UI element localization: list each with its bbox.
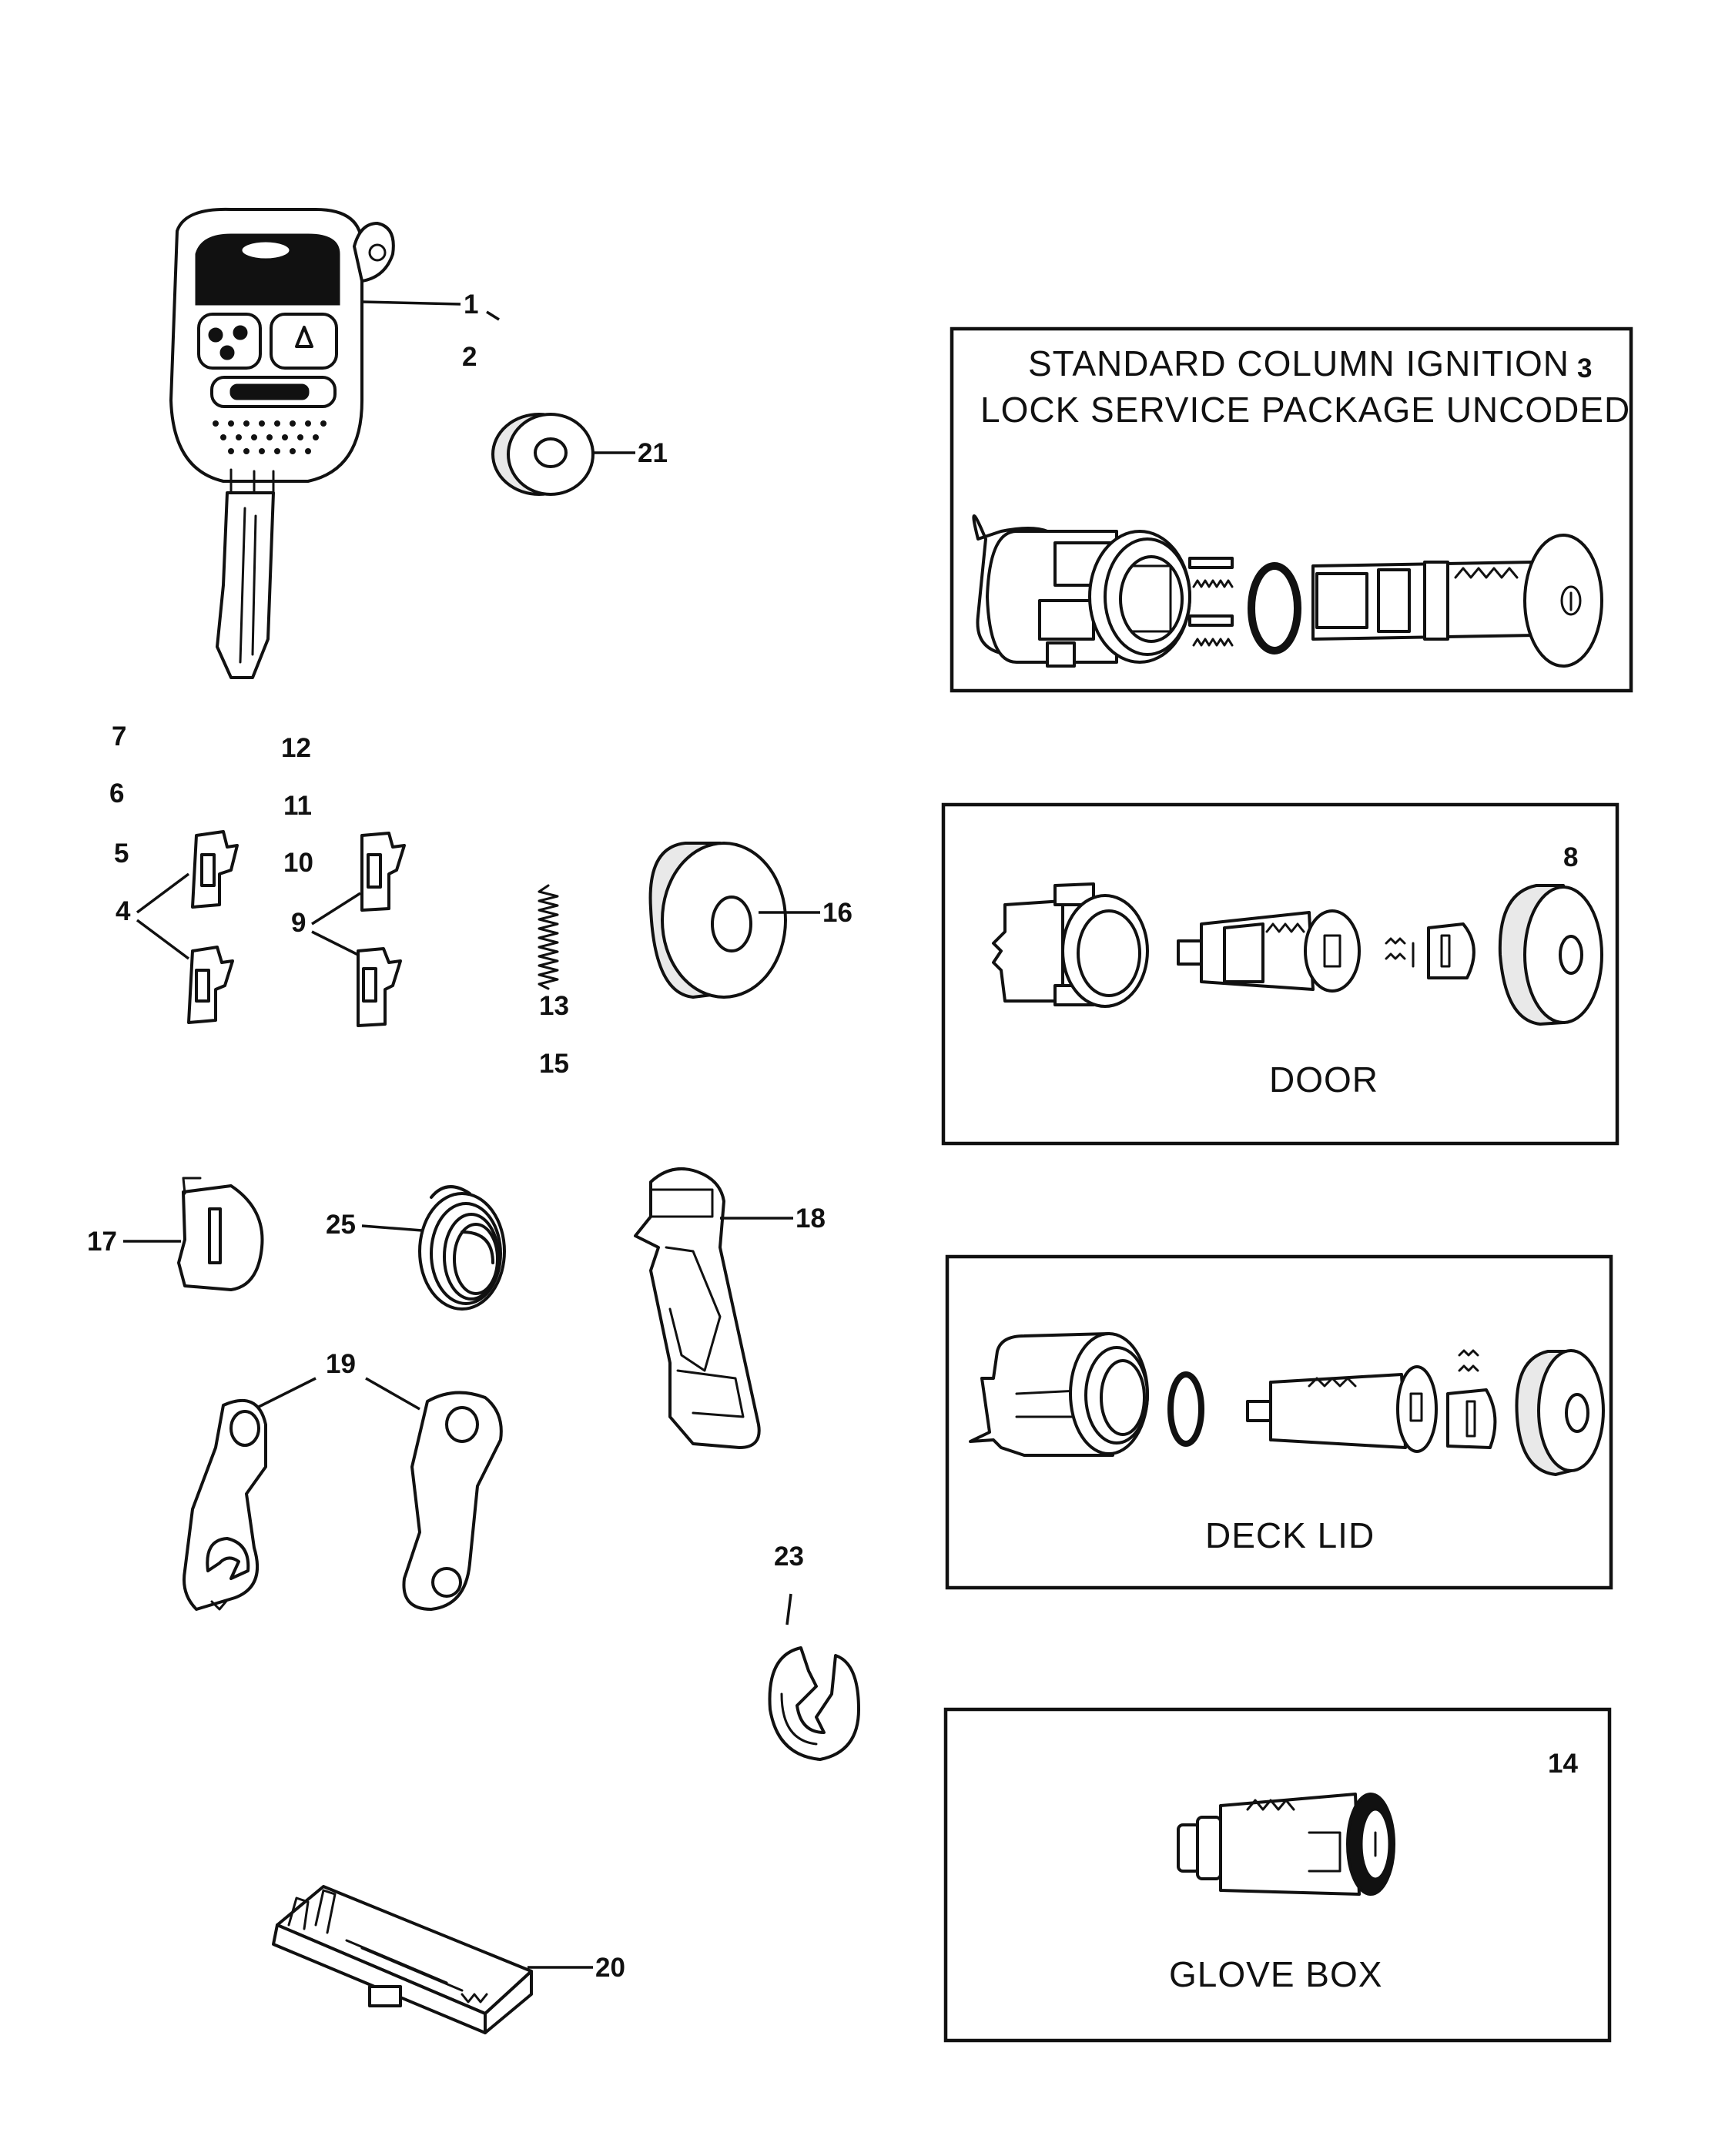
glove-box-label: GLOVE BOX: [1169, 1954, 1382, 1994]
deck-lid-lock-box: [945, 1254, 1613, 1590]
deck-lid-lock-assembly-illustration: [969, 1332, 1605, 1476]
spring-13-illustration: [538, 884, 559, 990]
callout-9: 9: [291, 908, 306, 938]
lock-cover-17-illustration: [177, 1177, 264, 1291]
ignition-package-box: [950, 326, 1633, 693]
ignition-box-line1: STANDARD COLUMN IGNITION: [1028, 343, 1569, 383]
callout-2: 2: [462, 342, 477, 372]
tumbler-clip-4a-illustration: [191, 830, 239, 909]
tumbler-clip-9a-illustration: [360, 832, 406, 912]
door-box-label: DOOR: [1269, 1060, 1378, 1100]
callout-14: 14: [1548, 1749, 1578, 1779]
bezel-16-illustration: [648, 842, 787, 999]
callout-7: 7: [112, 721, 126, 752]
lever-18-illustration: [634, 1167, 761, 1449]
tumbler-clip-9b-illustration: [357, 947, 402, 1027]
callout-10: 10: [283, 848, 313, 878]
callout-3: 3: [1577, 353, 1592, 383]
callout-21: 21: [638, 438, 668, 468]
callout-20: 20: [595, 1953, 625, 1983]
grommet-21-illustration: [491, 413, 595, 496]
callout-25: 25: [326, 1210, 356, 1240]
callout-4: 4: [116, 896, 131, 926]
torsion-spring-25-illustration: [418, 1185, 506, 1311]
callout-15: 15: [539, 1049, 569, 1079]
glove-box-lock-illustration: [1177, 1793, 1395, 1896]
deck-lid-box-label: DECK LID: [1205, 1515, 1375, 1555]
module-20-illustration: [272, 1885, 533, 2034]
callout-18: 18: [796, 1204, 826, 1234]
callout-12: 12: [281, 733, 311, 763]
glove-box-lock-box: [943, 1707, 1612, 2043]
link-19a-illustration: [183, 1398, 267, 1611]
door-lock-assembly-illustration: [992, 882, 1603, 1026]
callout-1: 1: [464, 290, 478, 320]
e-clip-23-illustration: [768, 1646, 860, 1761]
key-fob-illustration: [169, 207, 395, 679]
callout-16: 16: [822, 898, 852, 928]
callout-23: 23: [774, 1542, 804, 1572]
tumbler-clip-4b-illustration: [187, 946, 234, 1024]
ignition-box-line2: LOCK SERVICE PACKAGE UNCODED: [980, 390, 1630, 430]
ignition-lock-assembly-illustration: [972, 514, 1603, 668]
callout-11: 11: [283, 791, 312, 821]
door-lock-box: [941, 802, 1619, 1146]
callout-8: 8: [1563, 842, 1578, 872]
link-19b-illustration: [402, 1391, 503, 1611]
callout-5: 5: [114, 839, 129, 869]
callout-6: 6: [109, 778, 124, 808]
callout-17: 17: [87, 1227, 117, 1257]
callout-19: 19: [326, 1349, 356, 1379]
callout-13: 13: [539, 991, 569, 1021]
